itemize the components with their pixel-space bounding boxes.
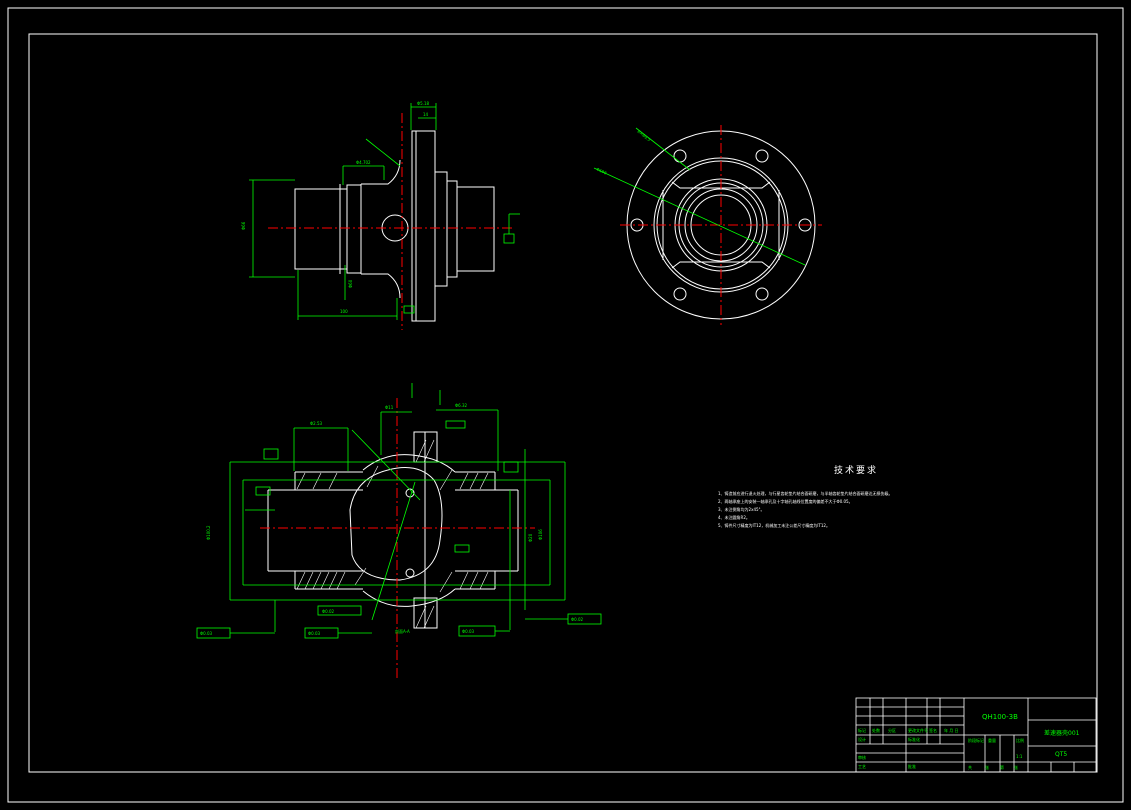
front-view-dimensions <box>593 127 806 266</box>
svg-text:Φ5.18: Φ5.18 <box>417 101 430 106</box>
front-view-centerlines <box>620 125 822 325</box>
svg-text:处数: 处数 <box>872 727 880 733</box>
note-item: 1、铸造前应进行退火处理，与行星齿轮垫片结合面研磨，与半轴齿轮垫片结合面研磨达无… <box>718 491 893 496</box>
svg-text:第: 第 <box>1000 764 1004 770</box>
svg-text:Φ100.2: Φ100.2 <box>206 525 211 540</box>
part-name: 差速器壳001 <box>1044 729 1080 737</box>
svg-text:更改文件号: 更改文件号 <box>908 727 928 733</box>
side-view-dim-text: Φ66 100 Φ4.702 Φ5.18 14 Φ60 <box>241 101 430 314</box>
note-item: 4、未注圆角R2。 <box>718 515 750 520</box>
title-block <box>855 697 1097 773</box>
svg-text:标准化: 标准化 <box>908 736 920 742</box>
side-view-dimensions <box>249 103 520 320</box>
svg-text:审核: 审核 <box>858 754 866 760</box>
svg-text:张: 张 <box>985 764 989 770</box>
svg-text:6×Φ9.5: 6×Φ9.5 <box>636 129 652 143</box>
svg-text:Φ106: Φ106 <box>538 529 543 540</box>
svg-text:Φ6.32: Φ6.32 <box>455 403 468 408</box>
svg-text:100: 100 <box>340 309 348 314</box>
scale: 1:1 <box>1016 754 1023 759</box>
section-dimensions <box>196 383 602 639</box>
section-dim-text: Φ100.2 Φ2.53 Φ6.32 Φ11 Φ106 Φ20 Φ0.03 Φ0… <box>200 403 584 636</box>
technical-requirements: 技术要求 1、铸造前应进行退火处理，与行星齿轮垫片结合面研磨，与半轴齿轮垫片结合… <box>706 463 966 530</box>
drawing-code: QH100-3B <box>982 713 1018 721</box>
svg-text:Φ4.702: Φ4.702 <box>356 160 371 165</box>
svg-text:分区: 分区 <box>888 727 896 733</box>
svg-text:比例: 比例 <box>1016 737 1024 743</box>
front-view-dim-text: Φ198 6×Φ9.5 <box>596 129 652 176</box>
title-block-labels: 标记 处数 分区 更改文件号 签名 年 月 日 设计 标准化 审核 工艺 批准 … <box>858 727 1024 770</box>
material: QT5 <box>1055 751 1067 758</box>
svg-text:签名: 签名 <box>929 727 937 733</box>
svg-text:重量: 重量 <box>988 737 996 743</box>
notes-title: 技术要求 <box>833 466 878 476</box>
svg-text:Φ0.03: Φ0.03 <box>308 631 321 636</box>
svg-text:张: 张 <box>1014 764 1018 770</box>
svg-text:Φ0.03: Φ0.03 <box>200 631 213 636</box>
svg-text:批准: 批准 <box>908 763 916 769</box>
note-item: 3、未注倒角均为2x45°。 <box>718 507 765 512</box>
note-item: 2、两轴承座上的安装一轴承孔及十字轴孔轴线位置度的偏差不大于Φ0.05。 <box>718 499 853 504</box>
side-view <box>294 130 495 322</box>
svg-text:Φ0.03: Φ0.03 <box>462 629 475 634</box>
svg-text:年 月 日: 年 月 日 <box>944 727 959 733</box>
note-item: 5、铸件尺寸精度为IT12，机械加工未注公差尺寸精度为IT12。 <box>718 523 830 528</box>
svg-text:工艺: 工艺 <box>858 764 866 769</box>
svg-text:阶段标记: 阶段标记 <box>968 737 984 743</box>
outer-border <box>7 7 1124 803</box>
svg-text:14: 14 <box>423 112 429 117</box>
side-view-centerlines <box>268 113 515 330</box>
svg-text:Φ0.02: Φ0.02 <box>322 609 335 614</box>
svg-text:Φ11: Φ11 <box>385 405 394 410</box>
inner-border <box>28 33 1098 773</box>
section-view <box>267 431 519 629</box>
svg-text:Φ66: Φ66 <box>241 221 246 230</box>
svg-text:共: 共 <box>968 764 972 770</box>
svg-text:Φ0.02: Φ0.02 <box>571 617 584 622</box>
svg-text:Φ60: Φ60 <box>348 279 353 288</box>
svg-text:Φ2.53: Φ2.53 <box>310 421 323 426</box>
section-hatching <box>296 439 489 629</box>
svg-text:Φ20: Φ20 <box>528 533 533 542</box>
svg-text:标记: 标记 <box>858 727 866 733</box>
svg-text:剖面A-A: 剖面A-A <box>395 628 410 634</box>
svg-text:设计: 设计 <box>858 736 866 742</box>
svg-text:Φ198: Φ198 <box>596 166 608 175</box>
